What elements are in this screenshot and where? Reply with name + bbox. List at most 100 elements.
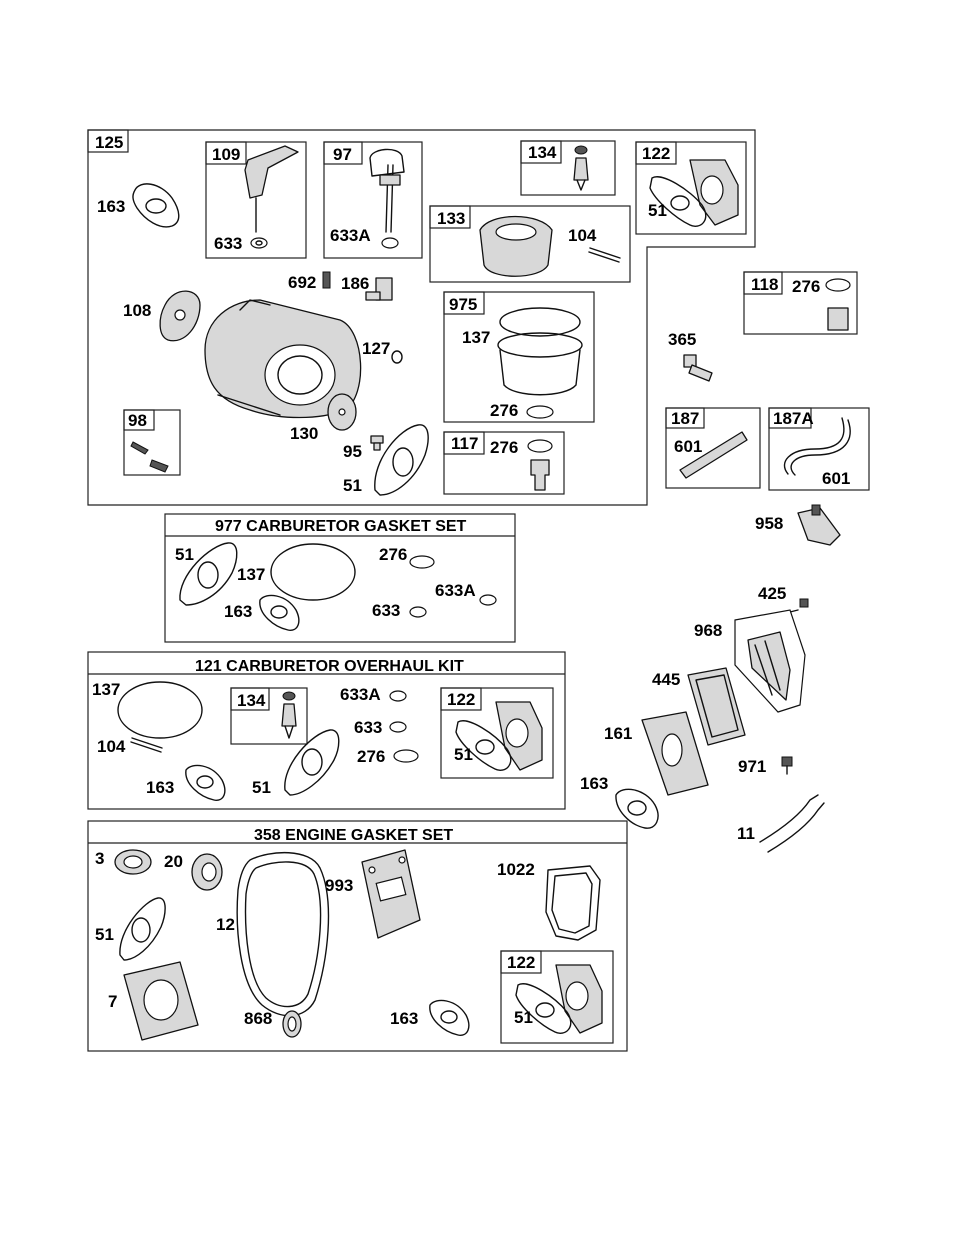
callout-137: 137 (462, 328, 490, 347)
overhaul-callout-276: 276 (357, 747, 385, 766)
overhaul-callout-633: 633 (354, 718, 382, 737)
callout-187a: 187A (773, 409, 814, 428)
screw-425-part (789, 598, 809, 613)
kit-121-title: 121 CARBURETOR OVERHAUL KIT (195, 658, 464, 675)
callout-133: 133 (437, 209, 465, 228)
air-filter-445-part (687, 667, 746, 746)
carburetor-gasket-set-977: 977 CARBURETOR GASKET SET 51 137 276 633… (164, 513, 516, 643)
callout-601-a: 601 (674, 437, 702, 456)
overhaul-callout-633a: 633A (340, 685, 381, 704)
callout-958: 958 (755, 514, 783, 533)
gasket-51-part (374, 424, 429, 496)
gasket-set-callout-633a: 633A (435, 581, 476, 600)
callout-276-a: 276 (490, 401, 518, 420)
fuel-bowl-975-part (497, 307, 583, 419)
gasket-set-washer-276-part (409, 555, 435, 569)
right-side-parts: 118 276 365 187 601 187A 601 958 (580, 271, 870, 853)
screw-971-part (781, 756, 793, 775)
engine-crankcase-gasket-12-part (236, 852, 330, 1017)
choke-plate-130-part (327, 393, 357, 431)
callout-97: 97 (333, 145, 352, 164)
float-133-part (479, 215, 553, 277)
callout-163: 163 (97, 197, 125, 216)
callout-186: 186 (341, 274, 369, 293)
engine-callout-7: 7 (108, 992, 117, 1011)
callout-122: 122 (642, 144, 670, 163)
callout-975: 975 (449, 295, 477, 314)
callout-633a: 633A (330, 226, 371, 245)
gasket-set-callout-163: 163 (224, 602, 252, 621)
callout-11: 11 (737, 824, 755, 843)
gasket-set-oring-137-part (270, 543, 356, 601)
overhaul-callout-104: 104 (97, 737, 126, 756)
overhaul-callout-122: 122 (447, 690, 475, 709)
gasket-163-right-part (615, 788, 659, 829)
callout-276-b: 276 (490, 438, 518, 457)
callout-51: 51 (648, 201, 667, 220)
callout-276-c: 276 (792, 277, 820, 296)
callout-187: 187 (671, 409, 699, 428)
overhaul-washer-276-part (393, 749, 419, 763)
engine-callout-3: 3 (95, 849, 104, 868)
callout-968: 968 (694, 621, 722, 640)
throttle-shaft-109-part (244, 145, 299, 249)
gasket-set-callout-137: 137 (237, 565, 265, 584)
callout-692: 692 (288, 273, 316, 292)
engine-callout-122: 122 (507, 953, 535, 972)
gasket-set-callout-633: 633 (372, 601, 400, 620)
overhaul-callout-134: 134 (237, 691, 266, 710)
overhaul-callout-163: 163 (146, 778, 174, 797)
engine-gasket-993-part (361, 849, 421, 939)
idle-screw-186-part (365, 277, 393, 301)
callout-125: 125 (95, 133, 123, 152)
callout-601-b: 601 (822, 469, 850, 488)
screw-95-part (370, 435, 384, 451)
engine-callout-868: 868 (244, 1009, 272, 1028)
callout-51-b: 51 (343, 476, 362, 495)
engine-seal-868-part (282, 1010, 302, 1038)
overhaul-callout-137: 137 (92, 680, 120, 699)
bowl-nut-117-part (527, 439, 553, 491)
engine-gasket-163-part (429, 999, 470, 1036)
carburetor-overhaul-kit-121: 121 CARBURETOR OVERHAUL KIT 137 134 633A… (87, 651, 566, 810)
gasket-set-washer-633a-part (479, 594, 497, 606)
overhaul-washer-633a-part (389, 690, 407, 702)
callout-971: 971 (738, 757, 766, 776)
callout-127: 127 (362, 339, 390, 358)
choke-shaft-97-part (369, 148, 405, 249)
intake-manifold-122-part (649, 159, 739, 227)
callout-117: 117 (451, 434, 478, 453)
engine-manifold-122-part (515, 964, 603, 1034)
overhaul-oring-137-part (117, 681, 203, 739)
engine-callout-51: 51 (95, 925, 114, 944)
engine-callout-12: 12 (216, 915, 235, 934)
kit-358-title: 358 ENGINE GASKET SET (254, 827, 453, 844)
callout-425: 425 (758, 584, 786, 603)
carburetor-group-125: 125 163 109 633 97 633A (87, 129, 756, 506)
engine-callout-163: 163 (390, 1009, 418, 1028)
callout-633: 633 (214, 234, 242, 253)
callout-98: 98 (128, 411, 147, 430)
engine-gasket-set-358: 358 ENGINE GASKET SET 3 20 12 993 1022 (87, 820, 628, 1052)
engine-seal-20-part (191, 853, 223, 891)
callout-130: 130 (290, 424, 318, 443)
breather-tube-11-part (759, 794, 825, 853)
gasket-108-part (159, 290, 201, 342)
callout-95: 95 (343, 442, 362, 461)
overhaul-washer-633-part (389, 721, 407, 733)
air-cleaner-cover-968-part (734, 609, 806, 713)
callout-445: 445 (652, 670, 680, 689)
overhaul-pin-104-part (130, 737, 163, 753)
float-pin-104-part (588, 247, 621, 263)
kit-977-title: 977 CARBURETOR GASKET SET (215, 518, 467, 535)
shutoff-valve-958-part (797, 504, 841, 546)
engine-head-gasket-7-part (123, 961, 199, 1041)
engine-callout-993: 993 (325, 876, 353, 895)
engine-gasket-51-part (119, 897, 166, 961)
gasket-163-part (132, 183, 180, 228)
fitting-365-part (683, 354, 713, 382)
callout-365: 365 (668, 330, 696, 349)
gasket-set-callout-276: 276 (379, 545, 407, 564)
engine-valve-cover-gasket-1022-part (545, 865, 601, 941)
